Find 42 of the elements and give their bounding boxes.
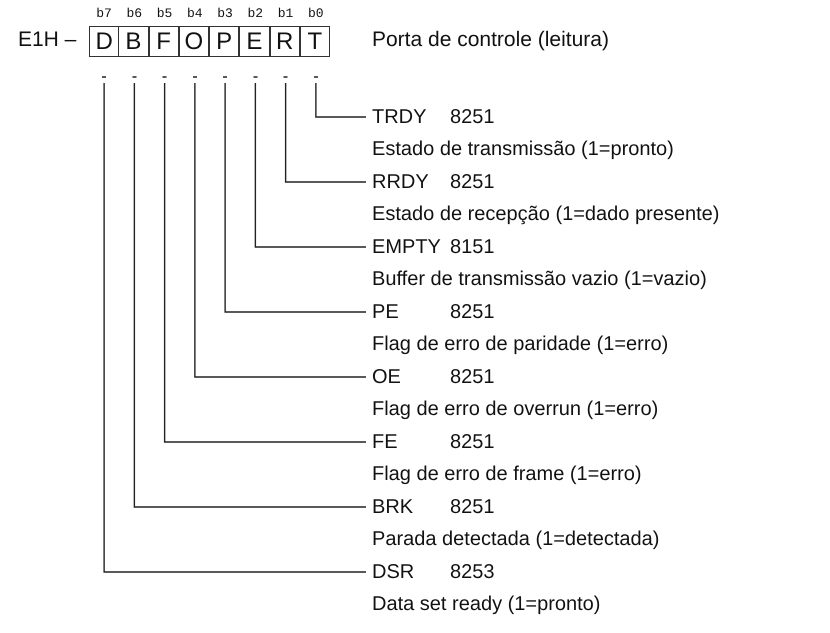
chip-number: 8251 — [450, 300, 494, 325]
bit-description: Buffer de transmissão vazio (1=vazio) — [372, 267, 708, 292]
signal-name: FE — [372, 430, 399, 455]
bit-description: Estado de transmissão (1=pronto) — [372, 137, 675, 162]
chip-number: 8251 — [450, 430, 494, 455]
bit-description: Estado de recepção (1=dado presente) — [372, 202, 720, 227]
chip-number: 8253 — [450, 560, 494, 585]
chip-number: 8251 — [450, 365, 494, 390]
chip-number: 8151 — [450, 235, 494, 260]
register-address: E1H – — [18, 28, 76, 52]
bit-cell: D — [89, 26, 120, 57]
signal-name: DSR — [372, 560, 416, 585]
bit-label: b2 — [246, 6, 264, 21]
bit-label: b0 — [306, 6, 325, 21]
bit-cell: B — [118, 26, 148, 57]
signal-name: PE — [372, 300, 400, 325]
bit-label: b7 — [95, 6, 113, 21]
chip-number: 8251 — [450, 170, 494, 195]
bit-cell: F — [148, 26, 179, 57]
signal-name: OE — [372, 365, 402, 390]
bit-description: Flag de erro de overrun (1=erro) — [372, 397, 660, 422]
bit-description: Parada detectada (1=detectada) — [372, 527, 660, 552]
bit-label: b3 — [216, 6, 234, 21]
signal-name: BRK — [372, 495, 414, 520]
signal-name: TRDY — [372, 105, 428, 130]
bit-label: b4 — [186, 6, 204, 21]
signal-name: EMPTY — [372, 235, 442, 260]
chip-number: 8251 — [450, 105, 494, 130]
bit-cell: T — [300, 26, 330, 57]
bit-cell: P — [209, 26, 240, 57]
bit-cell: O — [178, 26, 209, 57]
bit-label: b6 — [125, 6, 144, 21]
signal-name: RRDY — [372, 170, 430, 195]
bit-label: b5 — [156, 6, 174, 21]
chip-number: 8251 — [450, 495, 494, 520]
bit-description: Flag de erro de frame (1=erro) — [372, 462, 643, 487]
port-label: Porta de controle (leitura) — [372, 28, 609, 52]
bit-cell: R — [270, 26, 300, 57]
bit-label: b1 — [276, 6, 294, 21]
bit-cell: E — [239, 26, 270, 57]
bit-description: Flag de erro de paridade (1=erro) — [372, 332, 670, 357]
bit-description: Data set ready (1=pronto) — [372, 592, 602, 617]
